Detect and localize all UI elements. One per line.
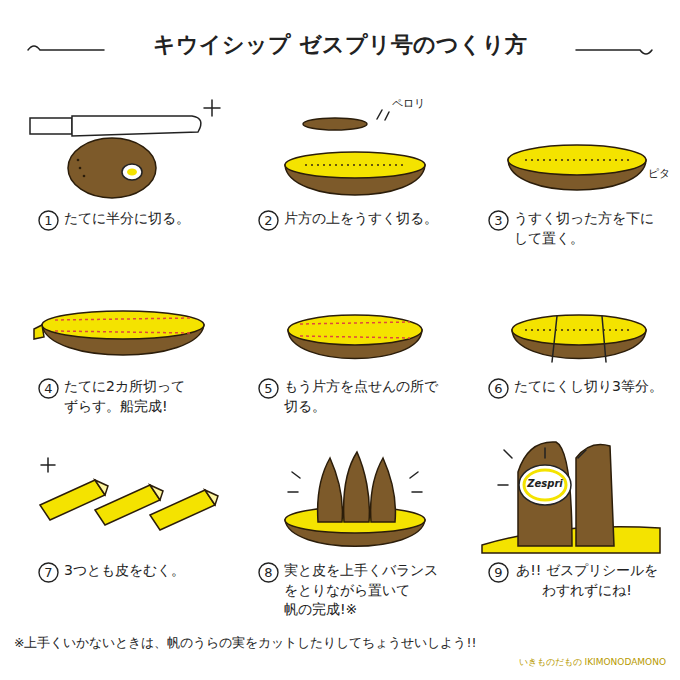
number-circle-outline: [259, 211, 278, 230]
step2-half-kiwi-part: [285, 152, 425, 178]
step8-sail-boat-part: [288, 472, 422, 492]
step-caption: 実と皮を上手くバランス をとりながら置いて 帆の完成!※: [284, 561, 459, 620]
step-caption: 片方の上をうすく切る。: [284, 209, 459, 229]
step8-sail-boat: [285, 452, 425, 546]
step2-half-kiwi-part: [303, 118, 367, 130]
step3-flipped-half-part: [525, 159, 630, 160]
step8-sail-boat-part: [371, 458, 396, 522]
step-caption: たてに半分に切る。: [64, 209, 234, 229]
step7-peeled-wedges-part: [150, 485, 163, 500]
sound-label: ペロリ: [392, 96, 425, 111]
step8-sail-boat-part: [318, 458, 343, 522]
number-circle-outline: [489, 379, 508, 398]
step3-flipped-half: [508, 145, 646, 190]
step-number: 9: [488, 562, 509, 583]
title: キウイシップ ゼスプリ号のつくり方: [0, 30, 680, 60]
step-number: 7: [38, 562, 59, 583]
number-circle-outline: [39, 563, 58, 582]
step-caption: もう片方を点せんの所で 切る。: [284, 377, 459, 416]
step-caption: たてに2カ所切って ずらす。船完成!: [64, 377, 234, 416]
step-number-text: 3: [494, 213, 502, 228]
step5-half-kiwi-part: [300, 322, 410, 338]
step3-flipped-half-part: [508, 145, 646, 175]
step6-wedges-part: [552, 316, 606, 362]
step-number: 5: [258, 378, 279, 399]
sound-label: ピタ: [648, 166, 670, 181]
watermark: いきものだもの IKIMONODAMONO: [480, 656, 666, 669]
step9-sticker-closeup-part: [576, 445, 614, 547]
step4-boat-part: [42, 311, 204, 339]
step5-half-kiwi-part: [288, 315, 422, 345]
number-circle-outline: [259, 563, 278, 582]
step-number: 8: [258, 562, 279, 583]
step-number-text: 9: [494, 565, 502, 580]
step-number-text: 1: [44, 213, 52, 228]
step7-peeled-wedges-part: [205, 490, 218, 505]
step6-wedges-part: [525, 329, 633, 330]
step9-sticker-closeup-part: [519, 465, 571, 505]
step4-boat-part: [55, 318, 190, 333]
step1-knife-kiwi-part: [204, 100, 220, 116]
step7-peeled-wedges-part: [41, 458, 55, 472]
step1-knife-kiwi-part: [79, 167, 82, 170]
number-circle-outline: [259, 379, 278, 398]
title-wave-part: [28, 46, 104, 50]
step4-boat-part: [34, 325, 44, 339]
step-number-text: 8: [264, 565, 272, 580]
step-caption: あ!! ゼスプリシールを わすれずにね!: [512, 561, 662, 600]
step6-wedges-part: [512, 315, 646, 345]
step9-sticker-closeup: [482, 442, 660, 553]
step1-knife-kiwi-part: [83, 175, 86, 178]
step1-knife-kiwi-part: [122, 164, 142, 180]
step-number: 1: [38, 210, 59, 231]
step-number-text: 5: [264, 381, 272, 396]
step8-sail-boat-part: [344, 452, 370, 522]
step6-wedges: [512, 315, 646, 362]
step7-peeled-wedges-part: [40, 480, 105, 520]
step2-half-kiwi-part: [377, 110, 389, 120]
number-circle-outline: [489, 211, 508, 230]
title-wave-part: [576, 50, 652, 54]
step-caption: たてにくし切り3等分。: [514, 377, 669, 397]
step1-knife-kiwi-part: [72, 116, 201, 136]
sticker-text: Zespri: [521, 477, 569, 491]
step7-peeled-wedges-part: [95, 480, 108, 495]
step1-knife-kiwi-part: [30, 118, 72, 134]
step-number: 3: [488, 210, 509, 231]
number-circle-outline: [489, 563, 508, 582]
step7-peeled-wedges-part: [95, 485, 160, 525]
step-caption: うすく切った方を下に して置く。: [514, 209, 669, 248]
step1-knife-kiwi-part: [68, 138, 156, 198]
step1-knife-kiwi: [30, 100, 220, 198]
step2-half-kiwi-part: [305, 164, 405, 165]
step-number-text: 7: [44, 565, 52, 580]
number-circle-outline: [39, 379, 58, 398]
step5-half-kiwi: [288, 315, 422, 359]
number-circle-outline: [39, 211, 58, 230]
step1-knife-kiwi-part: [127, 169, 137, 176]
step-number: 2: [258, 210, 279, 231]
step7-peeled-wedges: [40, 458, 218, 530]
step-number-text: 4: [44, 381, 52, 396]
footnote: ※上手くいかないときは、帆のうらの実をカットしたりしてちょうせいしよう!!: [14, 634, 477, 652]
step2-half-kiwi: [285, 110, 425, 195]
step-number-text: 6: [494, 381, 502, 396]
step-number-text: 2: [264, 213, 272, 228]
step-number: 4: [38, 378, 59, 399]
step-caption: 3つとも皮をむく。: [64, 561, 234, 581]
step7-peeled-wedges-part: [150, 490, 215, 530]
step4-boat: [34, 311, 204, 355]
step1-knife-kiwi-part: [77, 159, 80, 162]
step-number: 6: [488, 378, 509, 399]
